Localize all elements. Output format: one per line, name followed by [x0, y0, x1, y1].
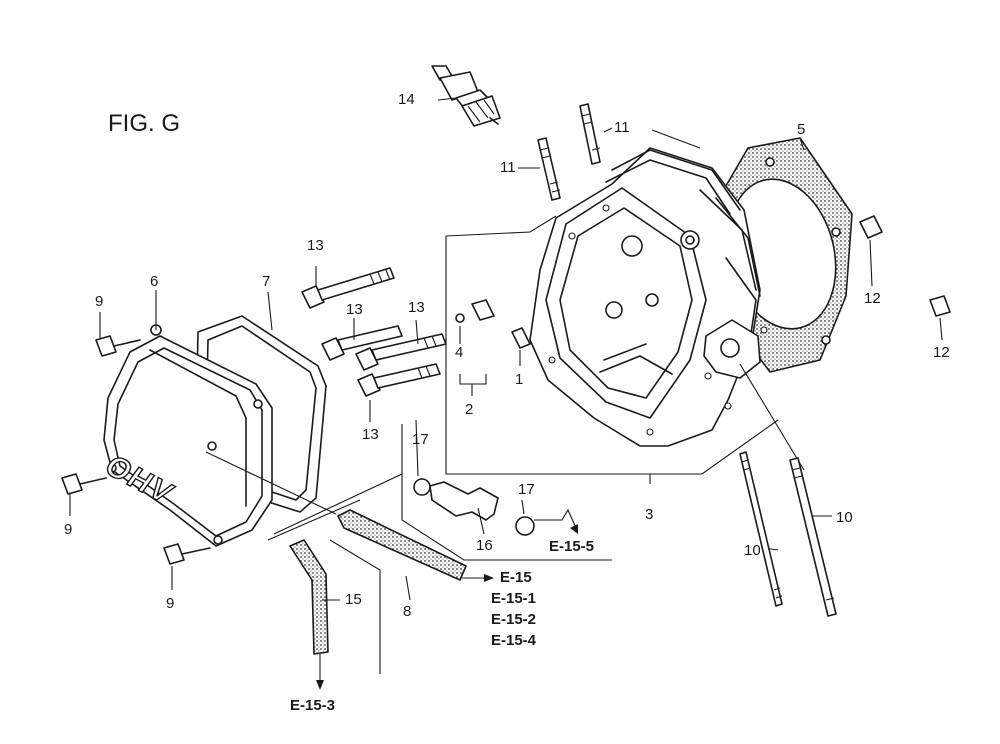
ref-e-15-5: E-15-5	[549, 538, 595, 555]
head-studs-10	[739, 451, 837, 617]
callout-11-left: 11	[500, 159, 516, 176]
callout-10-left: 10	[744, 542, 761, 559]
callout-2: 2	[465, 401, 474, 418]
callout-13-top: 13	[307, 237, 324, 254]
leader-lines	[69, 97, 943, 690]
ref-e-15-3: E-15-3	[290, 697, 336, 714]
callout-8: 8	[403, 603, 412, 620]
callout-5: 5	[797, 121, 806, 138]
cover-bolts-9	[61, 335, 211, 565]
callout-6: 6	[150, 273, 159, 290]
callout-16: 16	[476, 537, 493, 554]
spark-plug	[431, 65, 501, 127]
callout-15: 15	[345, 591, 362, 608]
callout-14: 14	[398, 91, 415, 108]
callout-11-right: 11	[614, 119, 630, 136]
ref-e-15-2: E-15-2	[491, 611, 537, 628]
callout-9-top: 9	[95, 293, 104, 310]
cylinder-head	[529, 147, 768, 447]
flange-bolts-13	[301, 267, 447, 397]
callout-9-bottom: 9	[166, 595, 175, 612]
callout-12-right: 12	[933, 344, 950, 361]
callout-17-left: 17	[412, 431, 429, 448]
breather-tubes	[205, 451, 535, 655]
callout-7: 7	[262, 273, 271, 290]
stud-bolts-11	[537, 103, 601, 201]
callout-1: 1	[515, 371, 524, 388]
ref-e-15-4: E-15-4	[491, 632, 537, 649]
callout-12-top: 12	[864, 290, 881, 307]
ref-e-15-1: E-15-1	[491, 590, 537, 607]
callout-13-mid-right: 13	[408, 299, 425, 316]
callout-4: 4	[455, 344, 464, 361]
callout-13-mid-left: 13	[346, 301, 363, 318]
head-cover	[103, 324, 273, 547]
callout-9-left: 9	[64, 521, 73, 538]
figure-title: FIG. G	[108, 110, 180, 137]
dowel-pins	[455, 215, 951, 349]
assembly-outline-3	[445, 129, 779, 484]
callout-13-bottom: 13	[362, 426, 379, 443]
ref-e-15: E-15	[500, 569, 532, 586]
callout-17-right: 17	[518, 481, 535, 498]
callout-3: 3	[645, 506, 654, 523]
callout-10-right: 10	[836, 509, 853, 526]
